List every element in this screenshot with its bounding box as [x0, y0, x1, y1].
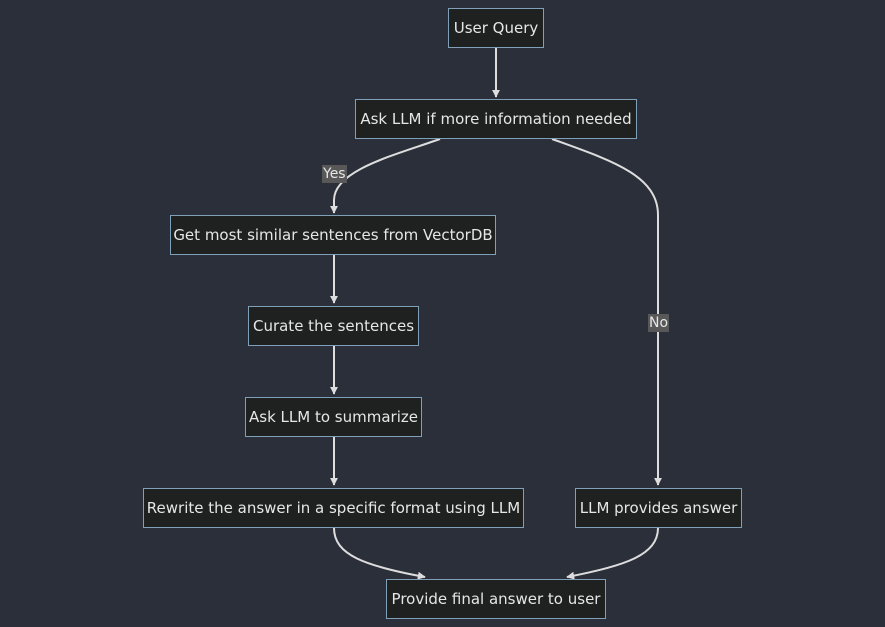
node-curate-sentences-label: Curate the sentences [252, 317, 415, 335]
node-llm-provides-answer: LLM provides answer [575, 488, 742, 528]
node-llm-provides-answer-label: LLM provides answer [579, 499, 738, 517]
edge-llm-answer-to-final [566, 527, 659, 580]
node-rewrite-answer-label: Rewrite the answer in a specific format … [146, 499, 521, 517]
edge-rewrite-to-final [333, 527, 426, 580]
node-user-query: User Query [448, 8, 544, 48]
node-final-answer: Provide final answer to user [386, 579, 606, 619]
edge-label-yes: Yes [322, 165, 347, 183]
node-ask-llm-more-info-label: Ask LLM if more information needed [360, 110, 632, 128]
node-rewrite-answer: Rewrite the answer in a specific format … [143, 488, 524, 528]
node-final-answer-label: Provide final answer to user [391, 590, 601, 608]
node-get-similar-sentences-label: Get most similar sentences from VectorDB [173, 226, 493, 244]
node-ask-llm-summarize: Ask LLM to summarize [245, 397, 422, 437]
edge-ask-to-vectordb-yes [330, 138, 441, 214]
node-user-query-label: User Query [453, 19, 539, 37]
node-get-similar-sentences: Get most similar sentences from VectorDB [170, 215, 496, 255]
node-ask-llm-more-info: Ask LLM if more information needed [355, 99, 637, 139]
node-curate-sentences: Curate the sentences [248, 306, 419, 346]
edge-label-no: No [648, 314, 670, 332]
edge-ask-to-llm-answer-no [551, 138, 662, 486]
node-ask-llm-summarize-label: Ask LLM to summarize [249, 408, 418, 426]
